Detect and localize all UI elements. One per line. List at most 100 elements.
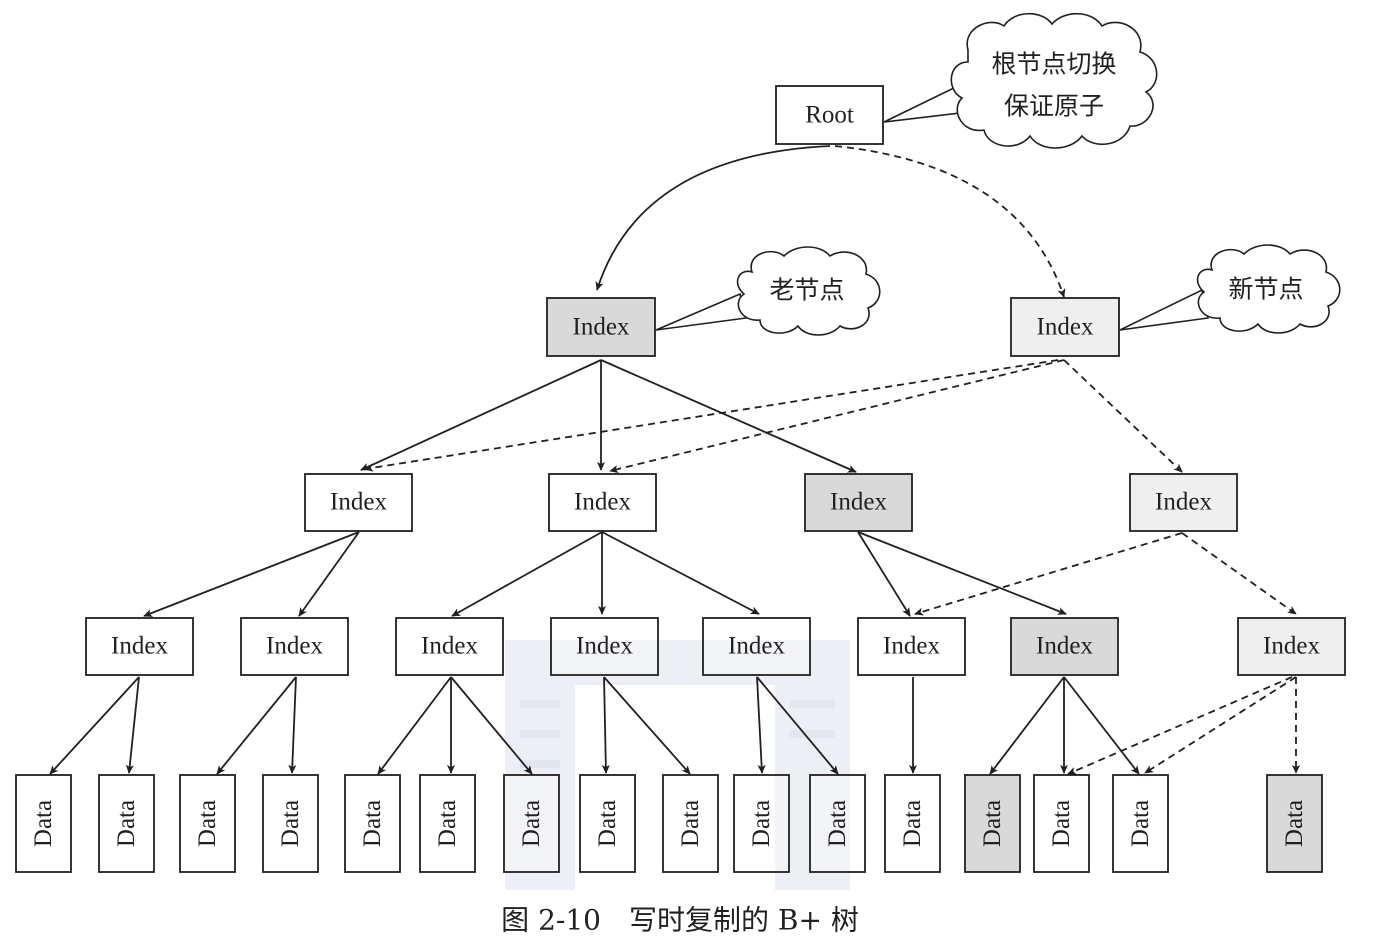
index-node-new-branch: Index xyxy=(1129,473,1238,532)
data-label: Data xyxy=(824,800,851,847)
data-node: Data xyxy=(1112,774,1169,873)
root-label: Root xyxy=(805,102,854,129)
data-label: Data xyxy=(1127,800,1154,847)
edge xyxy=(125,676,140,774)
edge xyxy=(601,531,760,615)
data-node-new: Data xyxy=(1266,774,1323,873)
edge-root-to-new-index xyxy=(834,145,1066,298)
index-node: Index xyxy=(550,617,659,676)
index-node: Index xyxy=(304,473,413,532)
index-label: Index xyxy=(574,489,631,516)
index-node: Index xyxy=(395,617,504,676)
index-node-old-top: Index xyxy=(546,297,656,357)
index-label: Index xyxy=(111,633,168,660)
edge xyxy=(1063,359,1183,473)
data-node: Data xyxy=(733,774,790,873)
index-label: Index xyxy=(421,633,478,660)
index-label: Index xyxy=(728,633,785,660)
figure-caption: 图 2-10 写时复制的 B+ 树 xyxy=(501,904,859,937)
index-label: Index xyxy=(1037,314,1094,341)
old-tree-edges xyxy=(49,145,1140,775)
data-label: Data xyxy=(1048,800,1075,847)
index-label: Index xyxy=(1263,633,1320,660)
index-node-new-top: Index xyxy=(1010,297,1120,357)
data-node-old: Data xyxy=(964,774,1021,873)
edge xyxy=(360,359,602,471)
data-label: Data xyxy=(113,800,140,847)
callout-pointer xyxy=(655,292,747,331)
data-node: Data xyxy=(503,774,560,873)
data-node: Data xyxy=(809,774,866,873)
data-node: Data xyxy=(662,774,719,873)
data-label: Data xyxy=(359,800,386,847)
data-label: Data xyxy=(677,800,704,847)
data-node: Data xyxy=(15,774,72,873)
callout-pointer xyxy=(1119,288,1209,331)
edge xyxy=(143,531,360,617)
index-label: Index xyxy=(1036,633,1093,660)
watermark xyxy=(505,640,850,890)
callout-text-line1: 根节点切换 xyxy=(991,50,1116,79)
index-node: Index xyxy=(240,617,349,676)
edge xyxy=(603,676,691,775)
index-label: Index xyxy=(576,633,633,660)
data-label: Data xyxy=(30,800,57,847)
index-node: Index xyxy=(702,617,811,676)
data-label: Data xyxy=(979,800,1006,847)
index-label: Index xyxy=(883,633,940,660)
edge xyxy=(288,676,297,774)
edge xyxy=(1063,676,1140,775)
edge xyxy=(857,531,1067,615)
index-label: Index xyxy=(573,314,630,341)
cloud-shape xyxy=(1196,244,1341,334)
data-node: Data xyxy=(579,774,636,873)
cloud-shape xyxy=(736,246,881,336)
index-node: Index xyxy=(857,617,966,676)
data-node: Data xyxy=(344,774,401,873)
callout-old-node: 老节点 xyxy=(655,246,881,336)
callout-root-switch: 根节点切换 保证原子 xyxy=(883,13,1158,149)
index-node: Index xyxy=(548,473,657,532)
index-label: Index xyxy=(830,489,887,516)
data-label: Data xyxy=(1281,800,1308,847)
data-label: Data xyxy=(518,800,545,847)
data-label: Data xyxy=(594,800,621,847)
data-label: Data xyxy=(434,800,461,847)
data-label: Data xyxy=(748,800,775,847)
index-node: Index xyxy=(85,617,194,676)
data-label: Data xyxy=(194,800,221,847)
edge xyxy=(451,531,603,617)
edge xyxy=(609,359,1065,474)
index-node-old-leaf: Index xyxy=(1010,617,1119,676)
edge xyxy=(857,531,911,617)
edge xyxy=(450,676,533,775)
data-node: Data xyxy=(419,774,476,873)
edge xyxy=(377,676,452,775)
edge xyxy=(49,676,140,775)
data-node: Data xyxy=(262,774,319,873)
callout-text: 老节点 xyxy=(769,276,844,305)
edge xyxy=(601,676,610,774)
data-node: Data xyxy=(179,774,236,873)
edge xyxy=(216,676,297,775)
edge xyxy=(364,359,1059,472)
callout-text-line2: 保证原子 xyxy=(1004,92,1104,121)
edge xyxy=(756,676,839,775)
cloud-shape xyxy=(950,13,1158,149)
edge xyxy=(1067,676,1293,775)
index-node-old-branch: Index xyxy=(804,473,913,532)
edge xyxy=(756,676,766,774)
edge-root-to-old-index xyxy=(595,145,831,291)
index-node-new-leaf: Index xyxy=(1237,617,1346,676)
data-node: Data xyxy=(884,774,941,873)
data-label: Data xyxy=(277,800,304,847)
edge xyxy=(1181,532,1297,615)
index-label: Index xyxy=(266,633,323,660)
data-label: Data xyxy=(899,800,926,847)
index-label: Index xyxy=(1155,489,1212,516)
new-tree-edges xyxy=(364,145,1301,775)
edge xyxy=(600,359,857,473)
edge xyxy=(914,532,1183,616)
edge xyxy=(989,676,1065,775)
